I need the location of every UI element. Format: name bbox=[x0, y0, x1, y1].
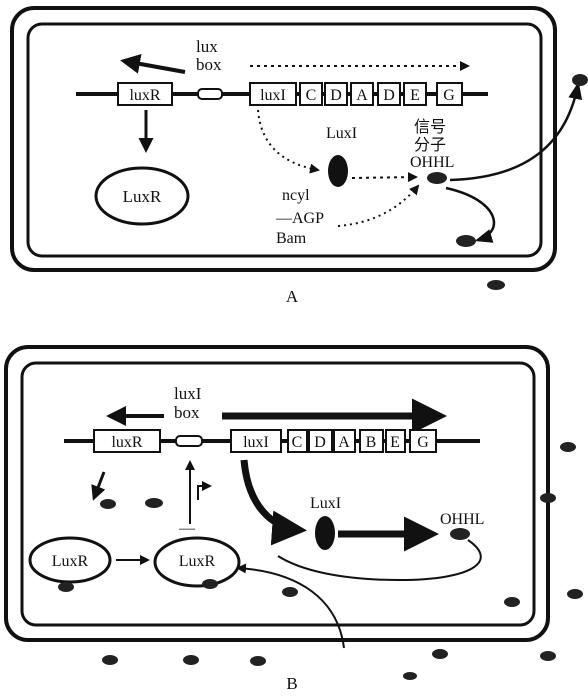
ohhl-molecule bbox=[58, 582, 74, 592]
lux-box-label-line1: lux bbox=[196, 37, 218, 56]
cell-inner-wall-b bbox=[22, 363, 534, 625]
luxi-box-label-line2: box bbox=[174, 403, 200, 422]
luxi-protein-a bbox=[328, 155, 348, 187]
gene-label-d-b: D bbox=[314, 434, 326, 451]
gene-label-e-b: E bbox=[390, 434, 400, 451]
gene-label-d2: D bbox=[383, 87, 395, 104]
gene-label-a: A bbox=[356, 87, 368, 104]
ohhl-molecule bbox=[427, 172, 447, 184]
ohhl-molecule bbox=[183, 655, 199, 665]
substrate-arrow bbox=[338, 186, 418, 226]
gene-label-g-b: G bbox=[417, 434, 429, 451]
ohhl-molecule bbox=[572, 74, 588, 86]
ohhl-molecule bbox=[432, 649, 448, 659]
ohhl-molecule bbox=[202, 579, 218, 589]
panel-b-label: B bbox=[286, 674, 297, 693]
luxi-translation-arrow bbox=[258, 110, 318, 170]
ohhl-molecule bbox=[145, 498, 163, 508]
ohhl-molecule bbox=[504, 597, 520, 607]
luxi-label-a: LuxI bbox=[326, 125, 357, 142]
gene-label-d: D bbox=[330, 87, 342, 104]
signal-label-line1: 信号 bbox=[414, 117, 446, 136]
luxi-box-site bbox=[176, 436, 202, 446]
gene-label-g: G bbox=[443, 87, 455, 104]
signal-label-line2: 分子 bbox=[414, 135, 446, 154]
gene-label-a-b: A bbox=[338, 434, 350, 451]
gene-label-c: C bbox=[306, 87, 317, 104]
gene-label-luxr-b: luxR bbox=[111, 434, 142, 451]
ohhl-molecule bbox=[487, 280, 505, 290]
cell-outer-wall-b bbox=[6, 347, 548, 640]
scattered-ohhl-molecules bbox=[58, 74, 588, 680]
luxi-protein-b bbox=[315, 516, 335, 550]
luxi-box-label-line1: luxI bbox=[174, 384, 202, 403]
lux-box-site bbox=[198, 89, 222, 99]
gene-label-luxi-b: luxI bbox=[243, 434, 269, 451]
lux-box-label-line2: box bbox=[196, 55, 222, 74]
ohhl-molecule bbox=[450, 528, 470, 540]
ohhl-molecule bbox=[456, 235, 476, 247]
ohhl-molecule bbox=[540, 493, 556, 503]
luxr-protein-free-label: LuxR bbox=[52, 553, 89, 570]
activation-arrow-promoter bbox=[198, 486, 210, 500]
luxi-label-b: LuxI bbox=[310, 495, 341, 512]
ohhl-molecule bbox=[540, 651, 556, 661]
gene-label-b-b: B bbox=[366, 434, 377, 451]
panel-a-label: A bbox=[286, 287, 299, 306]
ohhl-label-b: OHHL bbox=[440, 511, 484, 528]
ohhl-molecule bbox=[567, 589, 583, 599]
repression-mark: — bbox=[178, 520, 196, 537]
ohhl-return-loop bbox=[278, 540, 481, 580]
luxr-protein-a-label: LuxR bbox=[123, 187, 162, 206]
luxr-ohhl-complex-label: LuxR bbox=[179, 553, 216, 570]
luxr-transcription-arrow bbox=[124, 61, 185, 72]
ohhl-molecule bbox=[560, 442, 576, 452]
gene-label-luxr: luxR bbox=[129, 87, 160, 104]
gene-label-e: E bbox=[410, 87, 420, 104]
signal-label-line3: OHHL bbox=[410, 154, 454, 171]
ohhl-molecule bbox=[100, 499, 116, 509]
ohhl-uptake-arrow bbox=[238, 568, 344, 648]
gene-label-c-b: C bbox=[292, 434, 303, 451]
luxr-expression-arrow-b bbox=[94, 472, 104, 498]
panel-a: lux box luxR luxI C D A D E G LuxR LuxI bbox=[12, 8, 578, 306]
substrate-label-line1: ncyl bbox=[282, 187, 310, 204]
ohhl-molecule bbox=[282, 587, 298, 597]
luxi-translation-arrow-b bbox=[244, 460, 300, 530]
luxi-to-ohhl-arrow bbox=[352, 177, 416, 178]
ohhl-molecule bbox=[403, 672, 417, 680]
substrate-label-line3: Bam bbox=[276, 230, 307, 247]
ohhl-export-arrow bbox=[450, 85, 578, 180]
substrate-label-line2: —AGP bbox=[275, 210, 324, 227]
ohhl-molecule bbox=[102, 655, 118, 665]
ohhl-molecule bbox=[250, 656, 266, 666]
ohhl-diffuse-arrow bbox=[446, 188, 494, 240]
panel-b: luxI box luxR luxI C D A B E G LuxR LuxR… bbox=[6, 347, 548, 693]
gene-label-luxi: luxI bbox=[260, 87, 286, 104]
